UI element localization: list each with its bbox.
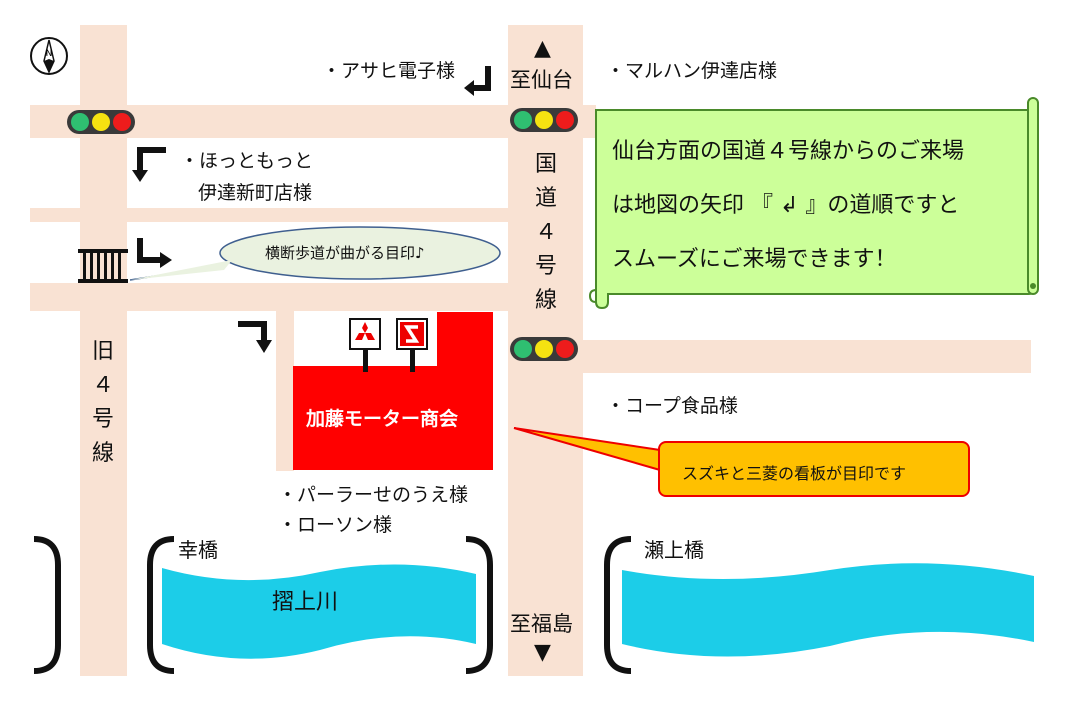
shop-building-top: [437, 312, 493, 368]
traffic-light-top-right: [510, 108, 578, 132]
to-sendai-label: 至仙台: [510, 68, 573, 92]
scroll-note-line1: 仙台方面の国道４号線からのご来場: [612, 139, 965, 164]
river-right: [622, 563, 1034, 657]
bridge-bracket-saiwai-right: [465, 536, 493, 674]
signboard-callout-text: スズキと三菱の看板が目印です: [682, 464, 907, 483]
place-parlor: ・パーラーせのうえ様: [278, 484, 469, 506]
bridge-saiwai-label: 幸橋: [178, 538, 218, 562]
scroll-note-line2: は地図の矢印 『 ↲ 』の道順ですと: [612, 193, 960, 218]
signboard-callout-bubble: [658, 441, 970, 497]
signboard-callout-pointer: [513, 427, 661, 472]
to-fukushima-label: 至福島: [510, 612, 573, 636]
road-horizontal-lower: [30, 283, 510, 311]
road-right-branch: [583, 340, 1031, 373]
bridge-senoue-label: 瀬上橋: [644, 538, 704, 562]
mitsubishi-logo-icon: [349, 318, 381, 350]
shop-building: [293, 366, 493, 470]
suzuki-logo-icon: [396, 318, 428, 350]
scroll-note-shape: [588, 97, 1039, 310]
traffic-light-top-left: [67, 110, 135, 134]
place-hotmotto-line1: ・ほっともっと: [180, 150, 314, 172]
route-arrow-asahi-icon: [464, 66, 491, 96]
crosswalk-callout-bubble: [129, 226, 501, 281]
svg-text:N: N: [46, 49, 53, 59]
place-maruhan: ・マルハン伊達店様: [606, 60, 778, 82]
shop-name: 加藤モーター商会: [306, 408, 459, 430]
road-horizontal-middle: [30, 208, 510, 222]
south-arrow-icon: ▼: [534, 640, 551, 665]
traffic-light-middle-right: [510, 337, 578, 361]
suzuki-sign-post: [410, 350, 415, 372]
crosswalk-icon: [78, 249, 128, 283]
river-name: 摺上川: [272, 590, 339, 615]
route-arrow-shop-icon: [238, 321, 272, 353]
north-arrow-icon: ▲: [534, 36, 551, 61]
river-left: [162, 564, 476, 659]
scroll-note-line3: スムーズにご来場できます！: [612, 247, 897, 272]
mitsubishi-sign-post: [363, 350, 368, 372]
place-lawson: ・ローソン様: [278, 514, 393, 536]
compass-icon: N: [30, 37, 68, 75]
bridge-bracket-senoue-left: [604, 536, 632, 674]
route-arrow-crosswalk-icon: [137, 238, 172, 268]
bridge-bracket-saiwai-left: [147, 536, 175, 674]
crosswalk-callout-text: 横断歩道が曲がる目印♪: [265, 244, 425, 262]
bridge-bracket-left-outer: [33, 536, 61, 674]
place-asahi: ・アサヒ電子様: [322, 60, 456, 82]
route-arrow-hotmotto-icon: [132, 147, 166, 182]
place-coop: ・コープ食品様: [606, 395, 738, 417]
place-hotmotto-line2: 伊達新町店様: [198, 182, 313, 204]
road-shop-street: [276, 311, 294, 471]
